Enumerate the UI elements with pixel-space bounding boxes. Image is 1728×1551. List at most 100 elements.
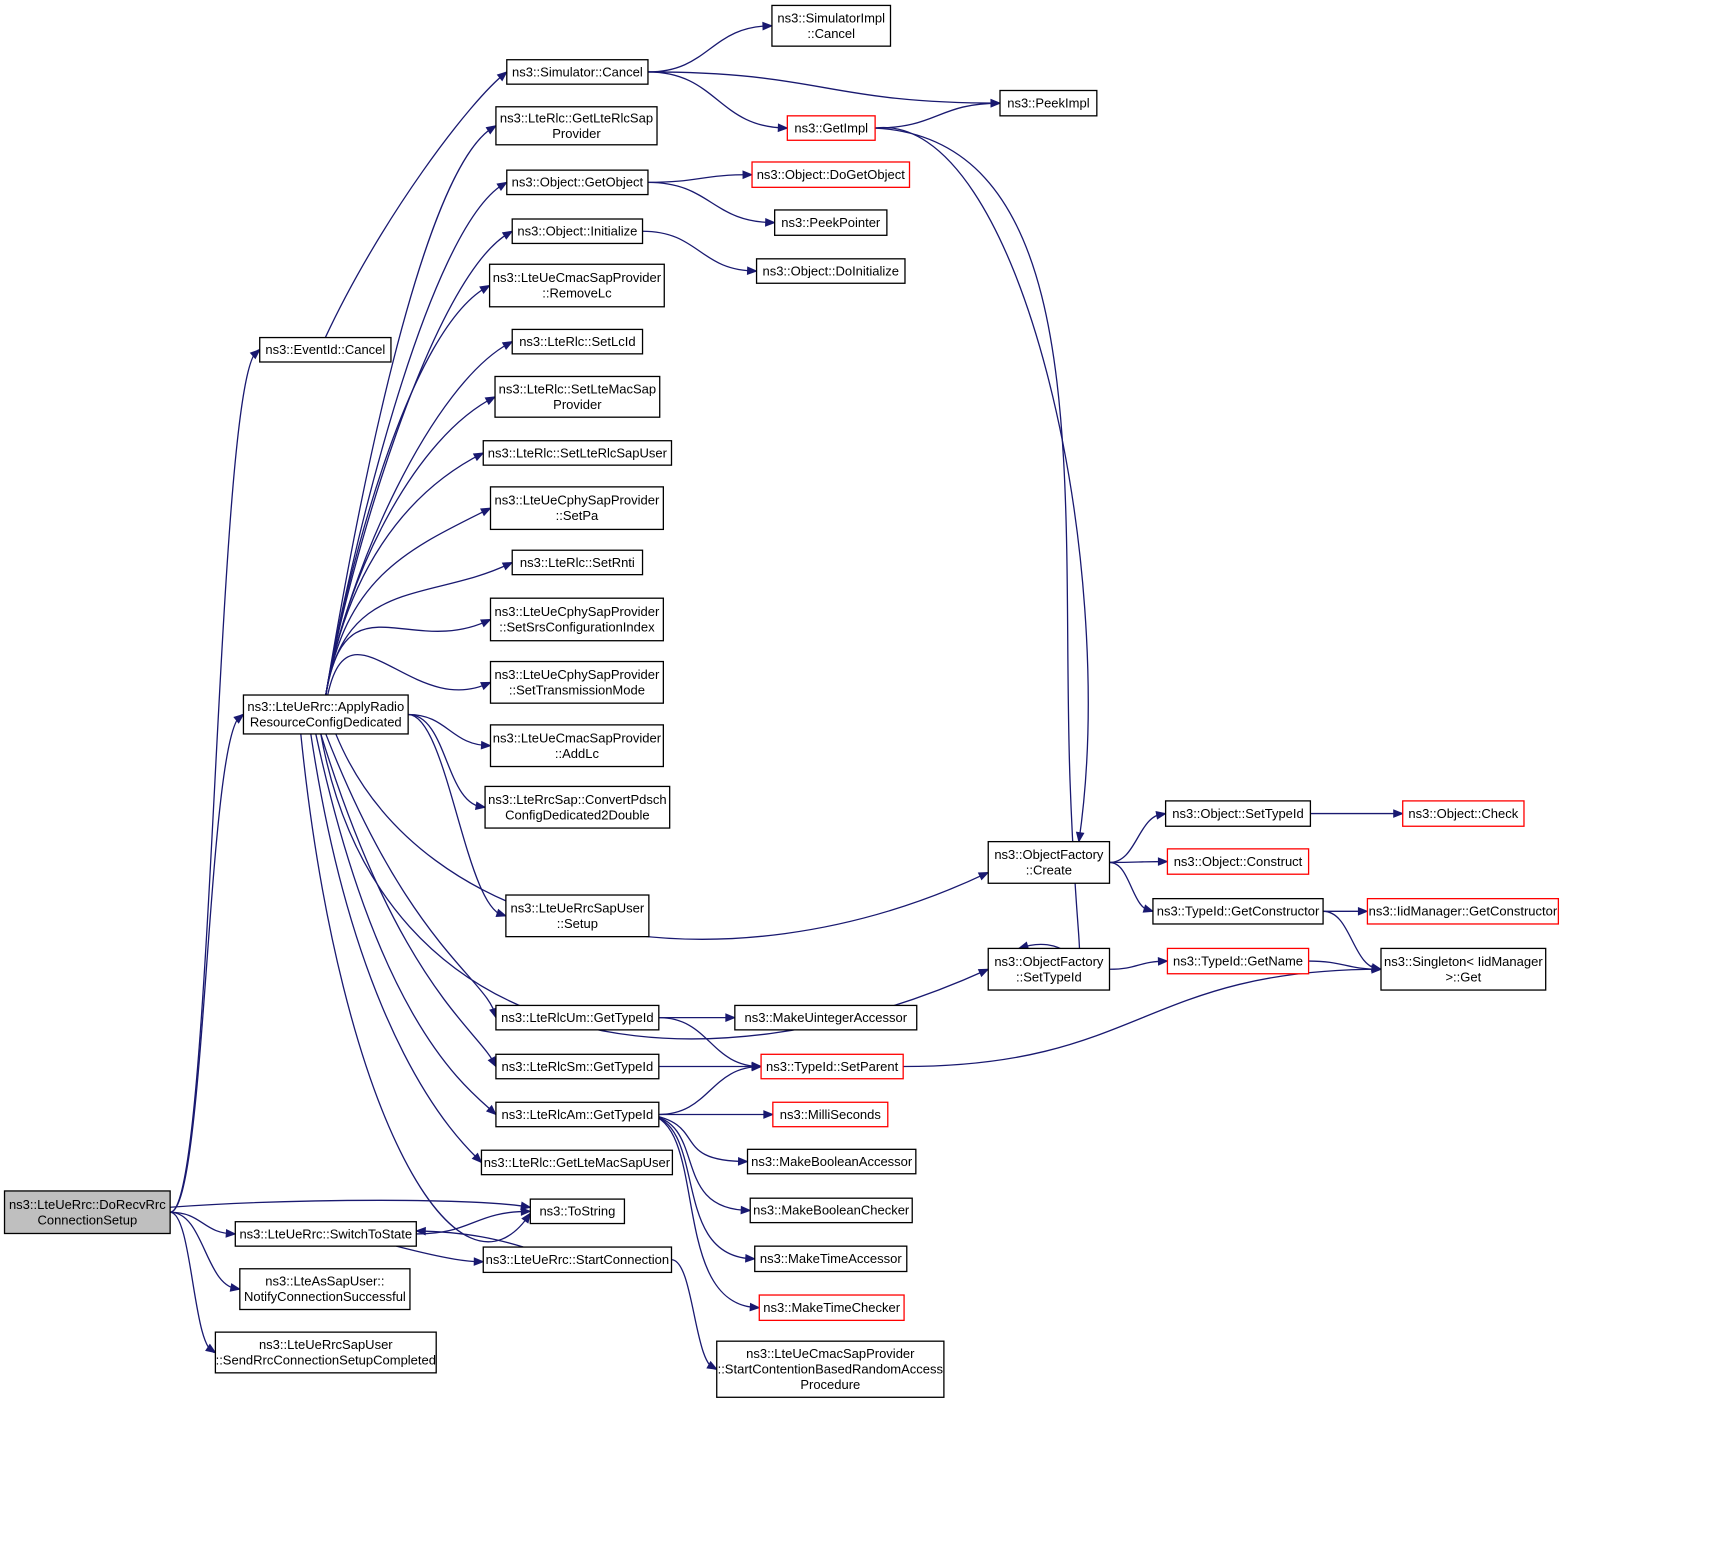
edge-root-to-tostring: [170, 1199, 532, 1211]
node-milliseconds[interactable]: ns3::MilliSeconds: [772, 1101, 889, 1128]
node-box: [506, 59, 649, 85]
node-label-line: ns3::SimulatorImpl: [777, 10, 885, 25]
node-dogetobject[interactable]: ns3::Object::DoGetObject: [751, 161, 911, 188]
node-makeuint[interactable]: ns3::MakeUintegerAccessor: [734, 1004, 918, 1031]
node-setsrs[interactable]: ns3::LteUeCphySapProvider::SetSrsConfigu…: [489, 597, 664, 642]
node-label-line: ns3::Object::Construct: [1174, 854, 1303, 869]
node-box: [774, 209, 888, 236]
edge-typeidgetctor-to-iidgetctor: [1323, 906, 1369, 916]
node-evcancel[interactable]: ns3::EventId::Cancel: [259, 336, 392, 363]
node-umgettypeid[interactable]: ns3::LteRlcUm::GetTypeId: [495, 1004, 660, 1031]
node-setpa[interactable]: ns3::LteUeCphySapProvider::SetPa: [489, 486, 664, 531]
node-removelc[interactable]: ns3::LteUeCmacSapProvider::RemoveLc: [488, 263, 665, 308]
node-box: [489, 660, 664, 704]
node-label-line: ns3::MakeUintegerAccessor: [745, 1010, 908, 1025]
node-label-line: ns3::ObjectFactory: [994, 847, 1104, 862]
edge-applyradio-to-setsrs: [325, 618, 492, 696]
node-typeidgetctor[interactable]: ns3::TypeId::GetConstructor: [1152, 897, 1324, 925]
node-getltemacsapuser[interactable]: ns3::LteRlc::GetLteMacSapUser: [480, 1149, 674, 1176]
node-setlcid[interactable]: ns3::LteRlc::SetLcId: [511, 328, 644, 355]
node-doinitialize[interactable]: ns3::Object::DoInitialize: [755, 258, 906, 284]
node-makeboolacc[interactable]: ns3::MakeBooleanAccessor: [746, 1148, 917, 1175]
node-box: [760, 1053, 904, 1080]
node-box: [242, 694, 409, 735]
node-startconn[interactable]: ns3::LteUeRrc::StartConnection: [482, 1246, 673, 1274]
edge-getobject-to-dogetobject: [647, 170, 754, 184]
node-label-line: ::SetSrsConfigurationIndex: [499, 620, 655, 635]
node-label-line: ns3::LteRlcAm::GetTypeId: [502, 1107, 654, 1122]
node-box: [1380, 947, 1547, 991]
edges-layer: [169, 21, 1405, 1370]
node-switchstate[interactable]: ns3::LteUeRrc::SwitchToState: [234, 1221, 417, 1247]
node-label-line: ns3::LteUeRrc::DoRecvRrc: [9, 1197, 166, 1212]
edge-applyradio-to-amgettypeid: [315, 733, 497, 1116]
node-objsettypeid[interactable]: ns3::Object::SetTypeId: [1164, 800, 1312, 827]
node-label-line: ns3::MilliSeconds: [780, 1107, 882, 1122]
node-label-line: ::Cancel: [807, 26, 855, 41]
node-label-line: ns3::LteRlc::SetLteMacSap: [499, 381, 657, 396]
node-rrcsapsetup[interactable]: ns3::LteUeRrcSapUser::Setup: [505, 894, 650, 938]
node-maketimeacc[interactable]: ns3::MakeTimeAccessor: [754, 1245, 908, 1273]
node-box: [1164, 800, 1312, 827]
node-simimplcancel[interactable]: ns3::SimulatorImpl::Cancel: [771, 4, 892, 47]
node-tostring[interactable]: ns3::ToString: [529, 1198, 626, 1225]
node-box: [489, 486, 664, 531]
node-label-line: ns3::LteAsSapUser::: [265, 1274, 384, 1289]
edge-applyradio-to-getobject: [325, 181, 508, 696]
edge-initialize-to-doinitialize: [642, 230, 758, 276]
node-box: [511, 549, 644, 576]
node-addlc[interactable]: ns3::LteUeCmacSapProvider::AddLc: [489, 724, 664, 768]
node-box: [749, 1197, 913, 1224]
node-label-line: ns3::Simulator::Cancel: [512, 64, 643, 79]
node-makeboolchk[interactable]: ns3::MakeBooleanChecker: [749, 1197, 913, 1224]
node-label-line: ns3::LteRlc::GetLteMacSapUser: [484, 1155, 671, 1170]
node-label-line: ns3::MakeBooleanAccessor: [751, 1154, 913, 1169]
node-label-line: ::RemoveLc: [542, 286, 612, 301]
node-amgettypeid[interactable]: ns3::LteRlcAm::GetTypeId: [495, 1101, 660, 1128]
node-box: [734, 1004, 918, 1031]
node-maketimechk[interactable]: ns3::MakeTimeChecker: [758, 1294, 905, 1322]
node-label-line: ns3::Object::Check: [1408, 806, 1518, 821]
node-startcontention[interactable]: ns3::LteUeCmacSapProvider::StartContenti…: [716, 1340, 945, 1398]
node-iidgetctor[interactable]: ns3::IidManager::GetConstructor: [1366, 897, 1560, 925]
node-box: [488, 263, 665, 308]
node-simcancel[interactable]: ns3::Simulator::Cancel: [506, 59, 649, 85]
edge-objsettypeid-to-objcheck: [1310, 809, 1405, 818]
node-getimpl[interactable]: ns3::GetImpl: [786, 115, 876, 141]
node-box: [234, 1221, 417, 1247]
node-ofsettypeid[interactable]: ns3::ObjectFactory::SetTypeId: [987, 947, 1111, 991]
node-settxmode[interactable]: ns3::LteUeCphySapProvider::SetTransmissi…: [489, 660, 664, 704]
node-notifyconn[interactable]: ns3::LteAsSapUser::NotifyConnectionSucce…: [239, 1268, 411, 1311]
node-label-line: ns3::Object::DoGetObject: [757, 167, 906, 182]
node-box: [482, 1246, 673, 1274]
node-ofcreate[interactable]: ns3::ObjectFactory::Create: [987, 840, 1111, 884]
node-box: [3, 1190, 171, 1235]
node-objcheck[interactable]: ns3::Object::Check: [1402, 800, 1525, 827]
node-box: [511, 328, 644, 355]
node-setparent[interactable]: ns3::TypeId::SetParent: [760, 1053, 904, 1080]
node-getobject[interactable]: ns3::Object::GetObject: [506, 169, 649, 196]
node-label-line: ns3::TypeId::GetName: [1173, 953, 1303, 968]
node-applyradio[interactable]: ns3::LteUeRrc::ApplyRadioResourceConfigD…: [242, 694, 409, 735]
node-box: [1166, 848, 1310, 875]
edge-amgettypeid-to-setparent: [658, 1062, 763, 1116]
node-box: [1152, 897, 1324, 925]
edge-applyradio-to-rrcsapsetup: [408, 713, 508, 918]
node-setrnti[interactable]: ns3::LteRlc::SetRnti: [511, 549, 644, 576]
node-objconstruct[interactable]: ns3::Object::Construct: [1166, 848, 1310, 875]
node-label-line: ns3::MakeBooleanChecker: [753, 1203, 910, 1218]
node-peekimpl[interactable]: ns3::PeekImpl: [999, 89, 1098, 117]
node-convertpdsch[interactable]: ns3::LteRrcSap::ConvertPdschConfigDedica…: [484, 785, 671, 829]
node-setlterlcsapuser[interactable]: ns3::LteRlc::SetLteRlcSapUser: [482, 440, 673, 466]
node-smgettypeid[interactable]: ns3::LteRlcSm::GetTypeId: [495, 1053, 660, 1080]
edge-startconn-to-switchstate: [414, 1226, 524, 1248]
node-singletonget[interactable]: ns3::Singleton< IidManager>::Get: [1380, 947, 1547, 991]
node-typeidgetname[interactable]: ns3::TypeId::GetName: [1166, 947, 1310, 975]
node-label-line: ns3::LteRlc::SetLcId: [519, 334, 635, 349]
node-peekpointer[interactable]: ns3::PeekPointer: [774, 209, 888, 236]
node-initialize[interactable]: ns3::Object::Initialize: [511, 218, 644, 245]
node-sendrrc[interactable]: ns3::LteUeRrcSapUser::SendRrcConnectionS…: [214, 1331, 437, 1374]
